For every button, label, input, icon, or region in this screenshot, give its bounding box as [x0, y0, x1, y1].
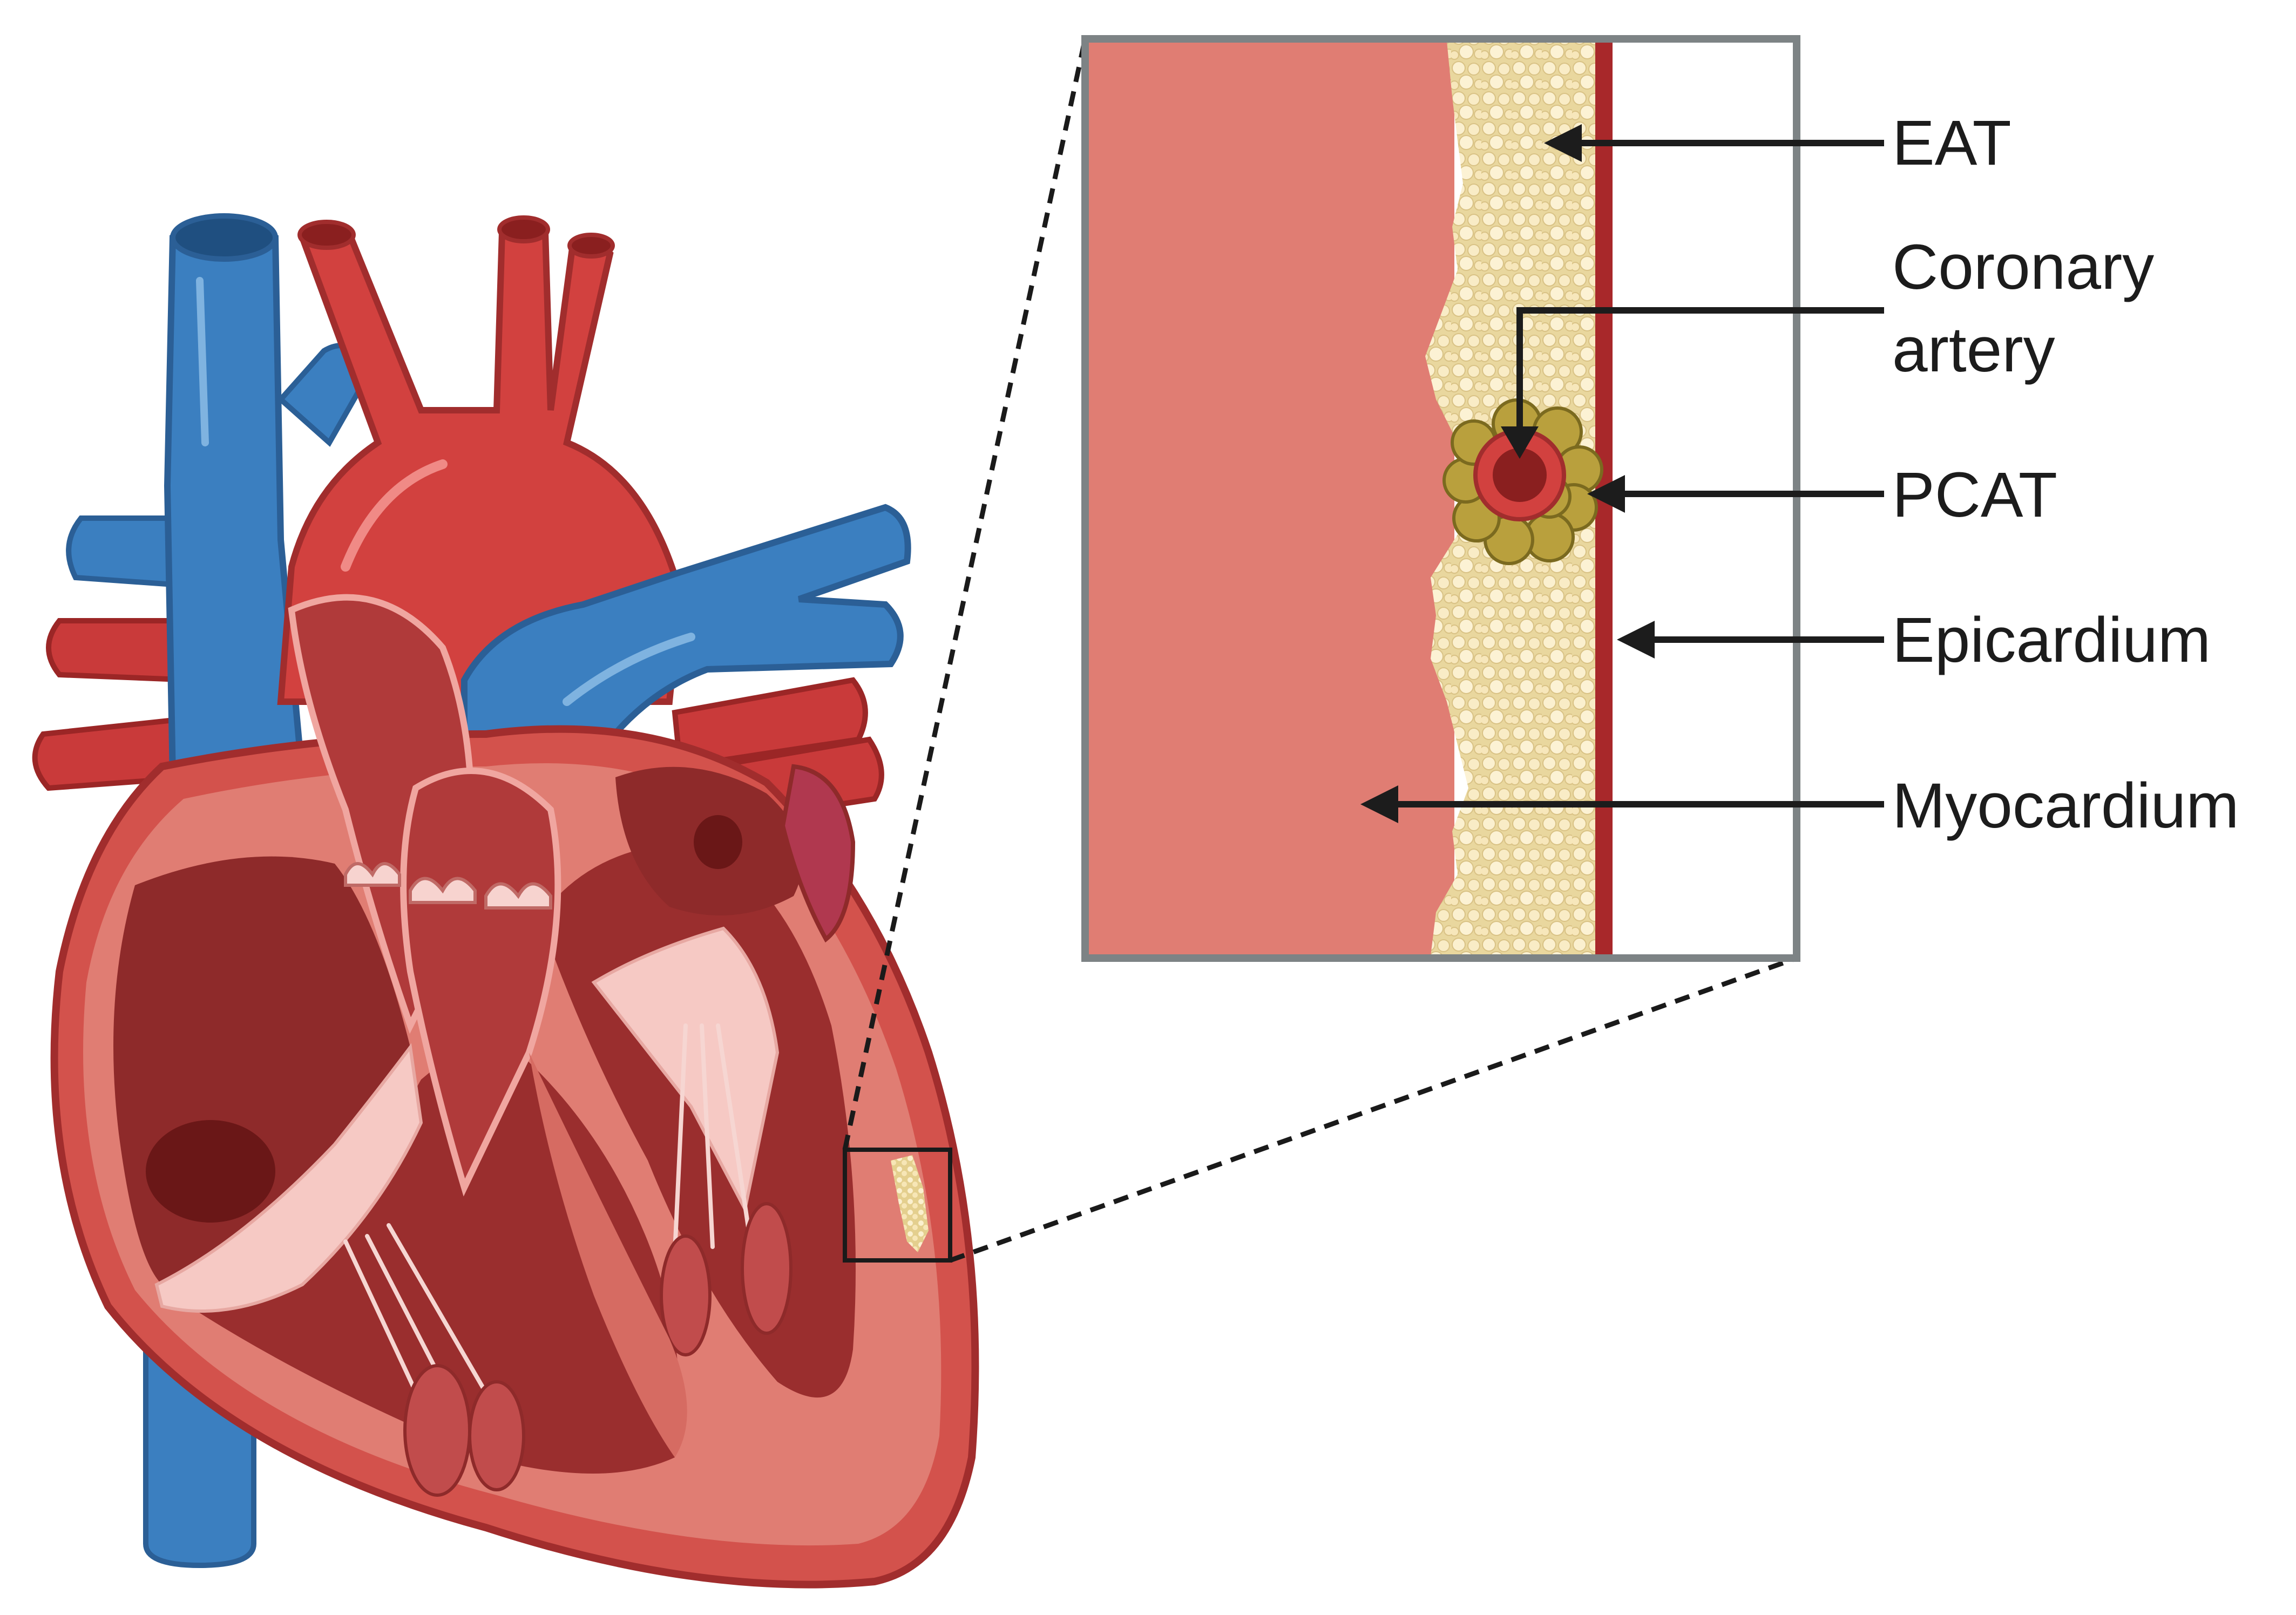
- pulmonary-outflow: [400, 768, 561, 1197]
- coronary-sinus-opening: [146, 1120, 275, 1223]
- zoom-region-box: [843, 1148, 952, 1263]
- tissue-inset: [1081, 35, 1800, 962]
- label-epicardium: Epicardium: [1892, 605, 2211, 676]
- aorta-branch-opening-3: [567, 233, 615, 259]
- arrowhead-coronary-artery: [1501, 426, 1539, 459]
- label-pcat: PCAT: [1892, 459, 2057, 531]
- label-myocardium: Myocardium: [1892, 770, 2239, 842]
- label-eat: EAT: [1892, 107, 2011, 179]
- aorta-branch-opening-1: [297, 220, 356, 250]
- interventricular-septum: [529, 1053, 687, 1457]
- heart-illustration: [32, 213, 979, 1589]
- arrowhead-epicardium: [1617, 621, 1655, 659]
- arrowhead-eat: [1544, 124, 1582, 162]
- annotation-labels: EAT Coronary artery PCAT Epicardium Myoc…: [1892, 107, 2239, 842]
- arrowhead-myocardium: [1360, 785, 1398, 823]
- label-coronary-line1: Coronary: [1892, 232, 2154, 303]
- label-coronary-line2: artery: [1892, 314, 2055, 385]
- papillary-muscles: [403, 1202, 793, 1497]
- superior-vena-cava-opening: [170, 213, 278, 262]
- aorta-branch-opening-2: [497, 215, 550, 243]
- zoom-connector-lines: [842, 38, 1798, 1263]
- left-auricle: [780, 764, 856, 943]
- arrow-heads: [1360, 124, 1655, 823]
- pulmonary-veins-left: [32, 618, 197, 791]
- aorta: [277, 221, 684, 705]
- arrow-coronary-artery: [1516, 307, 1884, 443]
- inset-frame: [1081, 35, 1800, 962]
- annotation-arrows: [1382, 140, 1884, 808]
- heart-valves: [344, 862, 552, 910]
- epicardial-fat-patch: [891, 1155, 929, 1252]
- arrowhead-pcat: [1587, 475, 1625, 513]
- inset-coronary-artery-lumen: [1493, 448, 1547, 502]
- inset-myocardium: [1087, 41, 1454, 956]
